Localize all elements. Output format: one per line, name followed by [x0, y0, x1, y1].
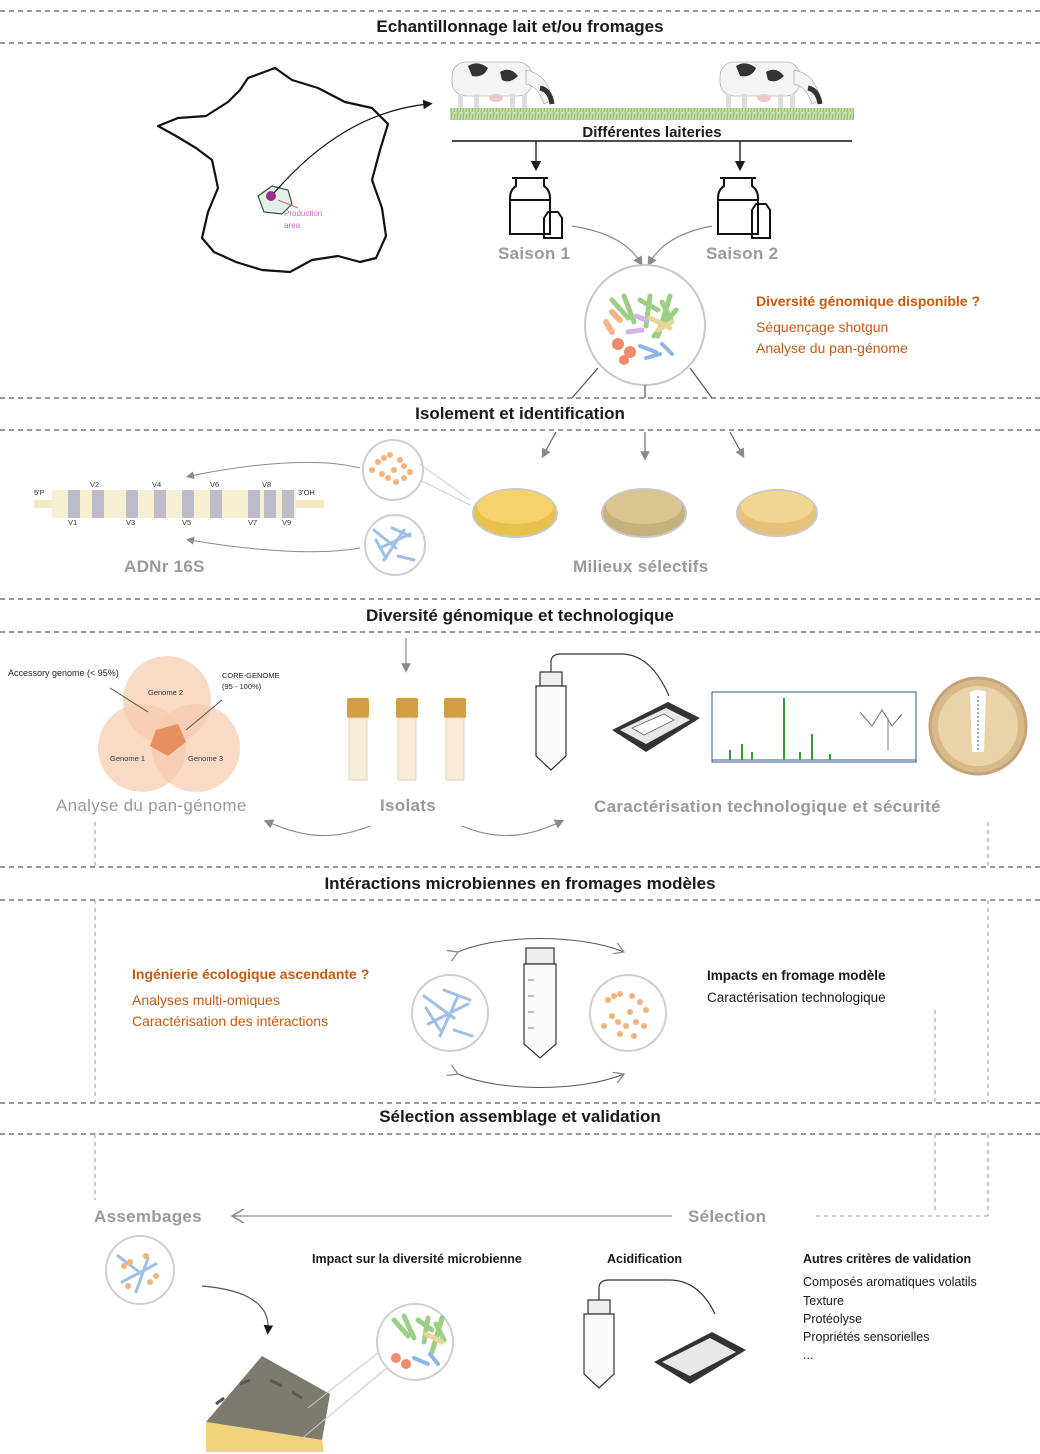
- shotgun-sequencing-label: Séquençage shotgun: [756, 319, 889, 335]
- pan-genome-analysis-label: Analyse du pan-génome: [756, 340, 908, 356]
- section-dividers: [0, 10, 1040, 1135]
- ph-meter-icon: [612, 702, 700, 752]
- core-genome-label: CORE-GENOME (95 - 100%): [222, 671, 280, 691]
- section-title-selection: Sélection assemblage et validation: [379, 1107, 661, 1126]
- cocci-colony-icon: [362, 439, 471, 506]
- petri-dish-light-icon: [736, 489, 818, 537]
- rod-community-icon: [411, 974, 489, 1052]
- petri-dish-beige-icon: [601, 488, 687, 538]
- pan-genome-label: Analyse du pan-génome: [56, 796, 247, 815]
- rdna-16s-label: ADNr 16S: [124, 557, 205, 576]
- petri-dish-yellow-icon: [472, 488, 558, 538]
- venn-genome-2: Genome 2: [148, 688, 184, 697]
- cow-left-icon: [451, 61, 555, 110]
- venn-genome-3: Genome 3: [188, 754, 224, 763]
- rod-colony-icon: [364, 514, 426, 576]
- season-1-label: Saison 1: [498, 244, 571, 263]
- tech-characterisation-label: Caractérisation technologique et sécurit…: [594, 797, 941, 816]
- production-area-label: Production area: [284, 209, 323, 230]
- criteria-item: Protéolyse: [803, 1312, 863, 1326]
- rdna-region-v9: V9: [282, 518, 292, 527]
- section-title-diversity: Diversité génomique et technologique: [366, 606, 674, 625]
- isolates-label: Isolats: [380, 796, 436, 815]
- rdna-region-v4: V4: [152, 480, 162, 489]
- pan-genome-venn-diagram: [98, 656, 240, 792]
- grass-strip: [450, 108, 854, 120]
- validation-criteria-title: Autres critères de validation: [803, 1252, 972, 1266]
- assemblage-community-icon: [105, 1235, 175, 1305]
- rdna-region-v5: V5: [182, 518, 192, 527]
- ecological-engineering-question: Ingénierie écologique ascendante ?: [132, 966, 370, 982]
- section-title-isolation: Isolement et identification: [415, 404, 625, 423]
- rdna-region-v7: V7: [248, 518, 258, 527]
- assemblages-label: Assembages: [94, 1207, 202, 1226]
- rdna-3oh-label: 3'OH: [298, 488, 315, 497]
- production-dot: [266, 191, 276, 201]
- plate-culture-icon: [928, 676, 1028, 776]
- acidification-probe-icon: [583, 1279, 716, 1389]
- multi-omics-label: Analyses multi-omiques: [132, 992, 280, 1008]
- selective-media-label: Milieux sélectifs: [573, 557, 709, 576]
- criteria-item: Composés aromatiques volatils: [803, 1275, 977, 1289]
- acidification-meter-icon: [654, 1332, 746, 1384]
- interaction-characterisation-label: Caractérisation des intéractions: [132, 1013, 329, 1029]
- rdna-region-v2: V2: [90, 480, 100, 489]
- cocci-community-icon: [589, 974, 667, 1052]
- rdna-region-v3: V3: [126, 518, 136, 527]
- isolate-tubes-icon: [347, 698, 466, 781]
- model-cheese-tube-icon: [523, 947, 557, 1059]
- ph-probe-icon: [535, 653, 670, 771]
- cow-right-icon: [719, 61, 823, 110]
- microbial-diversity-impact-title: Impact sur la diversité microbienne: [312, 1252, 522, 1266]
- milk-can-left-icon: [509, 177, 563, 239]
- validation-community-icon: [376, 1303, 454, 1381]
- rdna-5p-label: 5'P: [34, 488, 45, 497]
- selection-label: Sélection: [688, 1207, 767, 1226]
- dairies-label: Différentes laiteries: [582, 124, 722, 141]
- genomic-diversity-question: Diversité génomique disponible ?: [756, 293, 981, 309]
- acidification-title: Acidification: [607, 1252, 683, 1266]
- metagenome-circle-icon: [584, 264, 706, 386]
- cheese-wedge-icon: [206, 1347, 395, 1452]
- model-cheese-impacts-item: Caractérisation technologique: [707, 990, 886, 1005]
- model-cheese-impacts-title: Impacts en fromage modèle: [707, 968, 886, 983]
- production-region: [257, 185, 293, 215]
- france-map: [156, 66, 390, 274]
- rdna-region-v8: V8: [262, 480, 272, 489]
- rdna-16s-bar: [34, 490, 324, 518]
- venn-genome-1: Genome 1: [110, 754, 146, 763]
- rdna-region-v6: V6: [210, 480, 220, 489]
- season-2-label: Saison 2: [706, 244, 779, 263]
- spectrum-chart-icon: [711, 691, 917, 763]
- milk-can-right-icon: [717, 177, 771, 239]
- section-title-interactions: Intéractions microbiennes en fromages mo…: [324, 874, 716, 893]
- criteria-item: Texture: [803, 1294, 844, 1308]
- section-title-sampling: Echantillonnage lait et/ou fromages: [376, 17, 664, 36]
- rdna-region-v1: V1: [68, 518, 78, 527]
- criteria-item: ...: [803, 1348, 814, 1362]
- accessory-genome-label: Accessory genome (< 95%): [8, 668, 119, 678]
- criteria-item: Propriétés sensorielles: [803, 1330, 930, 1344]
